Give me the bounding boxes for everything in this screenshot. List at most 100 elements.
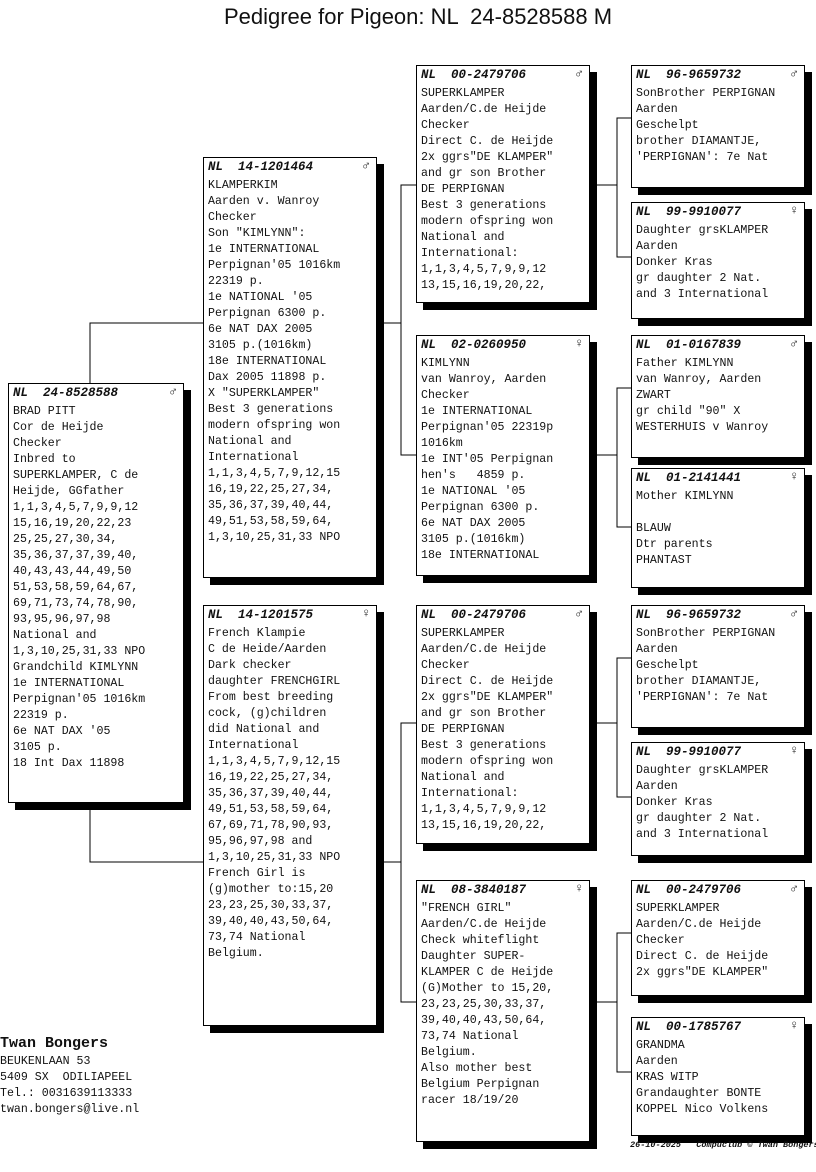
- pigeon-info-line: 22319 p.: [13, 709, 69, 722]
- pigeon-info-line: Daughter grsKLAMPER: [636, 224, 769, 237]
- pigeon-info-line: Inbred to: [13, 453, 76, 466]
- male-icon: ♂: [790, 336, 798, 351]
- pigeon-info-line: DE PERPIGNAN: [421, 183, 505, 196]
- pigeon-info-line: 1,3,10,25,31,33 NPO: [13, 645, 146, 658]
- pigeon-info-line: PHANTAST: [636, 554, 692, 567]
- pigeon-info-line: Perpignan 6300 p.: [208, 307, 327, 320]
- pigeon-info-line: and 3 International: [636, 288, 769, 301]
- female-icon: ♀: [790, 203, 798, 218]
- pigeon-info-line: 3105 p.: [13, 741, 62, 754]
- pigeon-info-line: SUPERKLAMPER: [421, 87, 505, 100]
- country-code: NL: [636, 608, 652, 622]
- pigeon-info-line: van Wanroy, Aarden: [636, 373, 762, 386]
- pigeon-info-line: 13,15,16,19,20,22,: [421, 279, 547, 292]
- pigeon-info-line: 18e INTERNATIONAL: [421, 549, 540, 562]
- pigeon-info-line: 1e NATIONAL '05: [208, 291, 313, 304]
- pigeon-info-line: "FRENCH GIRL": [421, 902, 512, 915]
- pigeon-info-line: Son "KIMLYNN":: [208, 227, 306, 240]
- country-code: NL: [13, 386, 29, 400]
- pigeon-info-line: 6e NAT DAX 2005: [421, 517, 526, 530]
- country-code: NL: [208, 608, 224, 622]
- pigeon-info-line: Checker: [13, 437, 62, 450]
- pigeon-info-line: (g)mother to:15,20: [208, 883, 334, 896]
- pigeon-info-line: Donker Kras: [636, 796, 713, 809]
- pigeon-info-line: Aarden/C.de Heijde: [636, 918, 762, 931]
- ring-number: 00-2479706: [666, 883, 742, 897]
- pigeon-info-line: modern ofspring won: [421, 215, 554, 228]
- male-icon: ♂: [790, 881, 798, 896]
- pigeon-info-line: KOPPEL Nico Volkens: [636, 1103, 769, 1116]
- pigeon-info-line: 67,69,71,78,90,93,: [208, 819, 334, 832]
- pigeon-info-line: and gr son Brother: [421, 707, 547, 720]
- male-icon: ♂: [169, 384, 177, 399]
- pigeon-info-line: 40,43,43,44,49,50: [13, 565, 132, 578]
- pigeon-info-line: Belgium.: [208, 947, 264, 960]
- male-icon: ♂: [575, 606, 583, 621]
- ring-number: 99-9910077: [666, 745, 742, 759]
- ring-number: 08-3840187: [451, 883, 527, 897]
- pigeon-info-line: 1,1,3,4,5,7,9,9,12: [421, 263, 547, 276]
- pigeon-info-line: Belgium Perpignan: [421, 1078, 540, 1091]
- pigeon-info-line: C de Heide/Aarden: [208, 643, 327, 656]
- pigeon-info-line: 73,74 National: [208, 931, 306, 944]
- pigeon-info-line: Checker: [421, 389, 470, 402]
- pigeon-info-line: Daughter SUPER-: [421, 950, 526, 963]
- pigeon-info-line: 1,1,3,4,5,7,9,12,15: [208, 755, 341, 768]
- female-icon: ♀: [790, 743, 798, 758]
- pigeon-info-line: 1,1,3,4,5,7,9,9,12: [421, 803, 547, 816]
- pigeon-info-line: Aarden/C.de Heijde: [421, 643, 547, 656]
- pigeon-info-line: 1e INTERNATIONAL: [421, 405, 533, 418]
- pigeon-info-line: modern ofspring won: [208, 419, 341, 432]
- country-code: NL: [636, 338, 652, 352]
- male-icon: ♂: [790, 66, 798, 81]
- pigeon-info-line: Daughter grsKLAMPER: [636, 764, 769, 777]
- pigeon-info-line: SonBrother PERPIGNAN: [636, 87, 776, 100]
- male-icon: ♂: [575, 66, 583, 81]
- pigeon-info-line: French Girl is: [208, 867, 306, 880]
- pigeon-info-line: Grandaughter BONTE: [636, 1087, 762, 1100]
- pigeon-info-line: 6e NAT DAX '05: [13, 725, 111, 738]
- owner-phone: Tel.: 0031639113333: [0, 1087, 133, 1100]
- pigeon-info-line: gr daughter 2 Nat.: [636, 272, 762, 285]
- pigeon-info-line: 22319 p.: [208, 275, 264, 288]
- pigeon-info-line: hen's 4859 p.: [421, 469, 526, 482]
- page-title: Pedigree for Pigeon: NL 24-8528588 M: [223, 4, 613, 29]
- ring-number: 14-1201575: [238, 608, 314, 622]
- pigeon-info-line: 6e NAT DAX 2005: [208, 323, 313, 336]
- pigeon-info-line: Aarden: [636, 240, 678, 253]
- pigeon-info-line: From best breeding: [208, 691, 334, 704]
- pigeon-info-line: 23,23,25,30,33,37,: [421, 998, 547, 1011]
- pigeon-info-line: van Wanroy, Aarden: [421, 373, 547, 386]
- pigeon-info-line: 2x ggrs"DE KLAMPER": [421, 151, 554, 164]
- pigeon-info-line: 16,19,22,25,27,34,: [208, 771, 334, 784]
- owner-info: Twan Bongers BEUKENLAAN 53 5409 SX ODILI…: [0, 1034, 139, 1118]
- pigeon-info-line: SUPERKLAMPER: [636, 902, 720, 915]
- pigeon-info-line: modern ofspring won: [421, 755, 554, 768]
- pigeon-info-line: Perpignan'05 1016km: [208, 259, 341, 272]
- pigeon-info-line: DE PERPIGNAN: [421, 723, 505, 736]
- pigeon-info-line: 25,25,27,30,34,: [13, 533, 118, 546]
- pigeon-info-line: Checker: [421, 659, 470, 672]
